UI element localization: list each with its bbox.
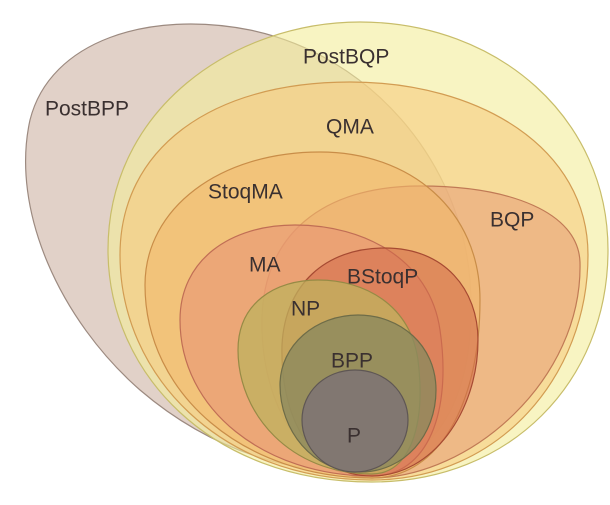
- label-bpp: BPP: [331, 350, 373, 373]
- label-postbpp: PostBPP: [45, 98, 129, 121]
- label-p: P: [347, 425, 361, 448]
- label-np: NP: [291, 298, 320, 321]
- label-postbqp: PostBQP: [303, 46, 389, 69]
- label-bqp: BQP: [490, 209, 534, 232]
- label-ma: MA: [249, 254, 281, 277]
- label-stoqma: StoqMA: [208, 181, 283, 204]
- label-bstoqp: BStoqP: [347, 266, 418, 289]
- label-qma: QMA: [326, 116, 374, 139]
- region-p: [301, 369, 409, 473]
